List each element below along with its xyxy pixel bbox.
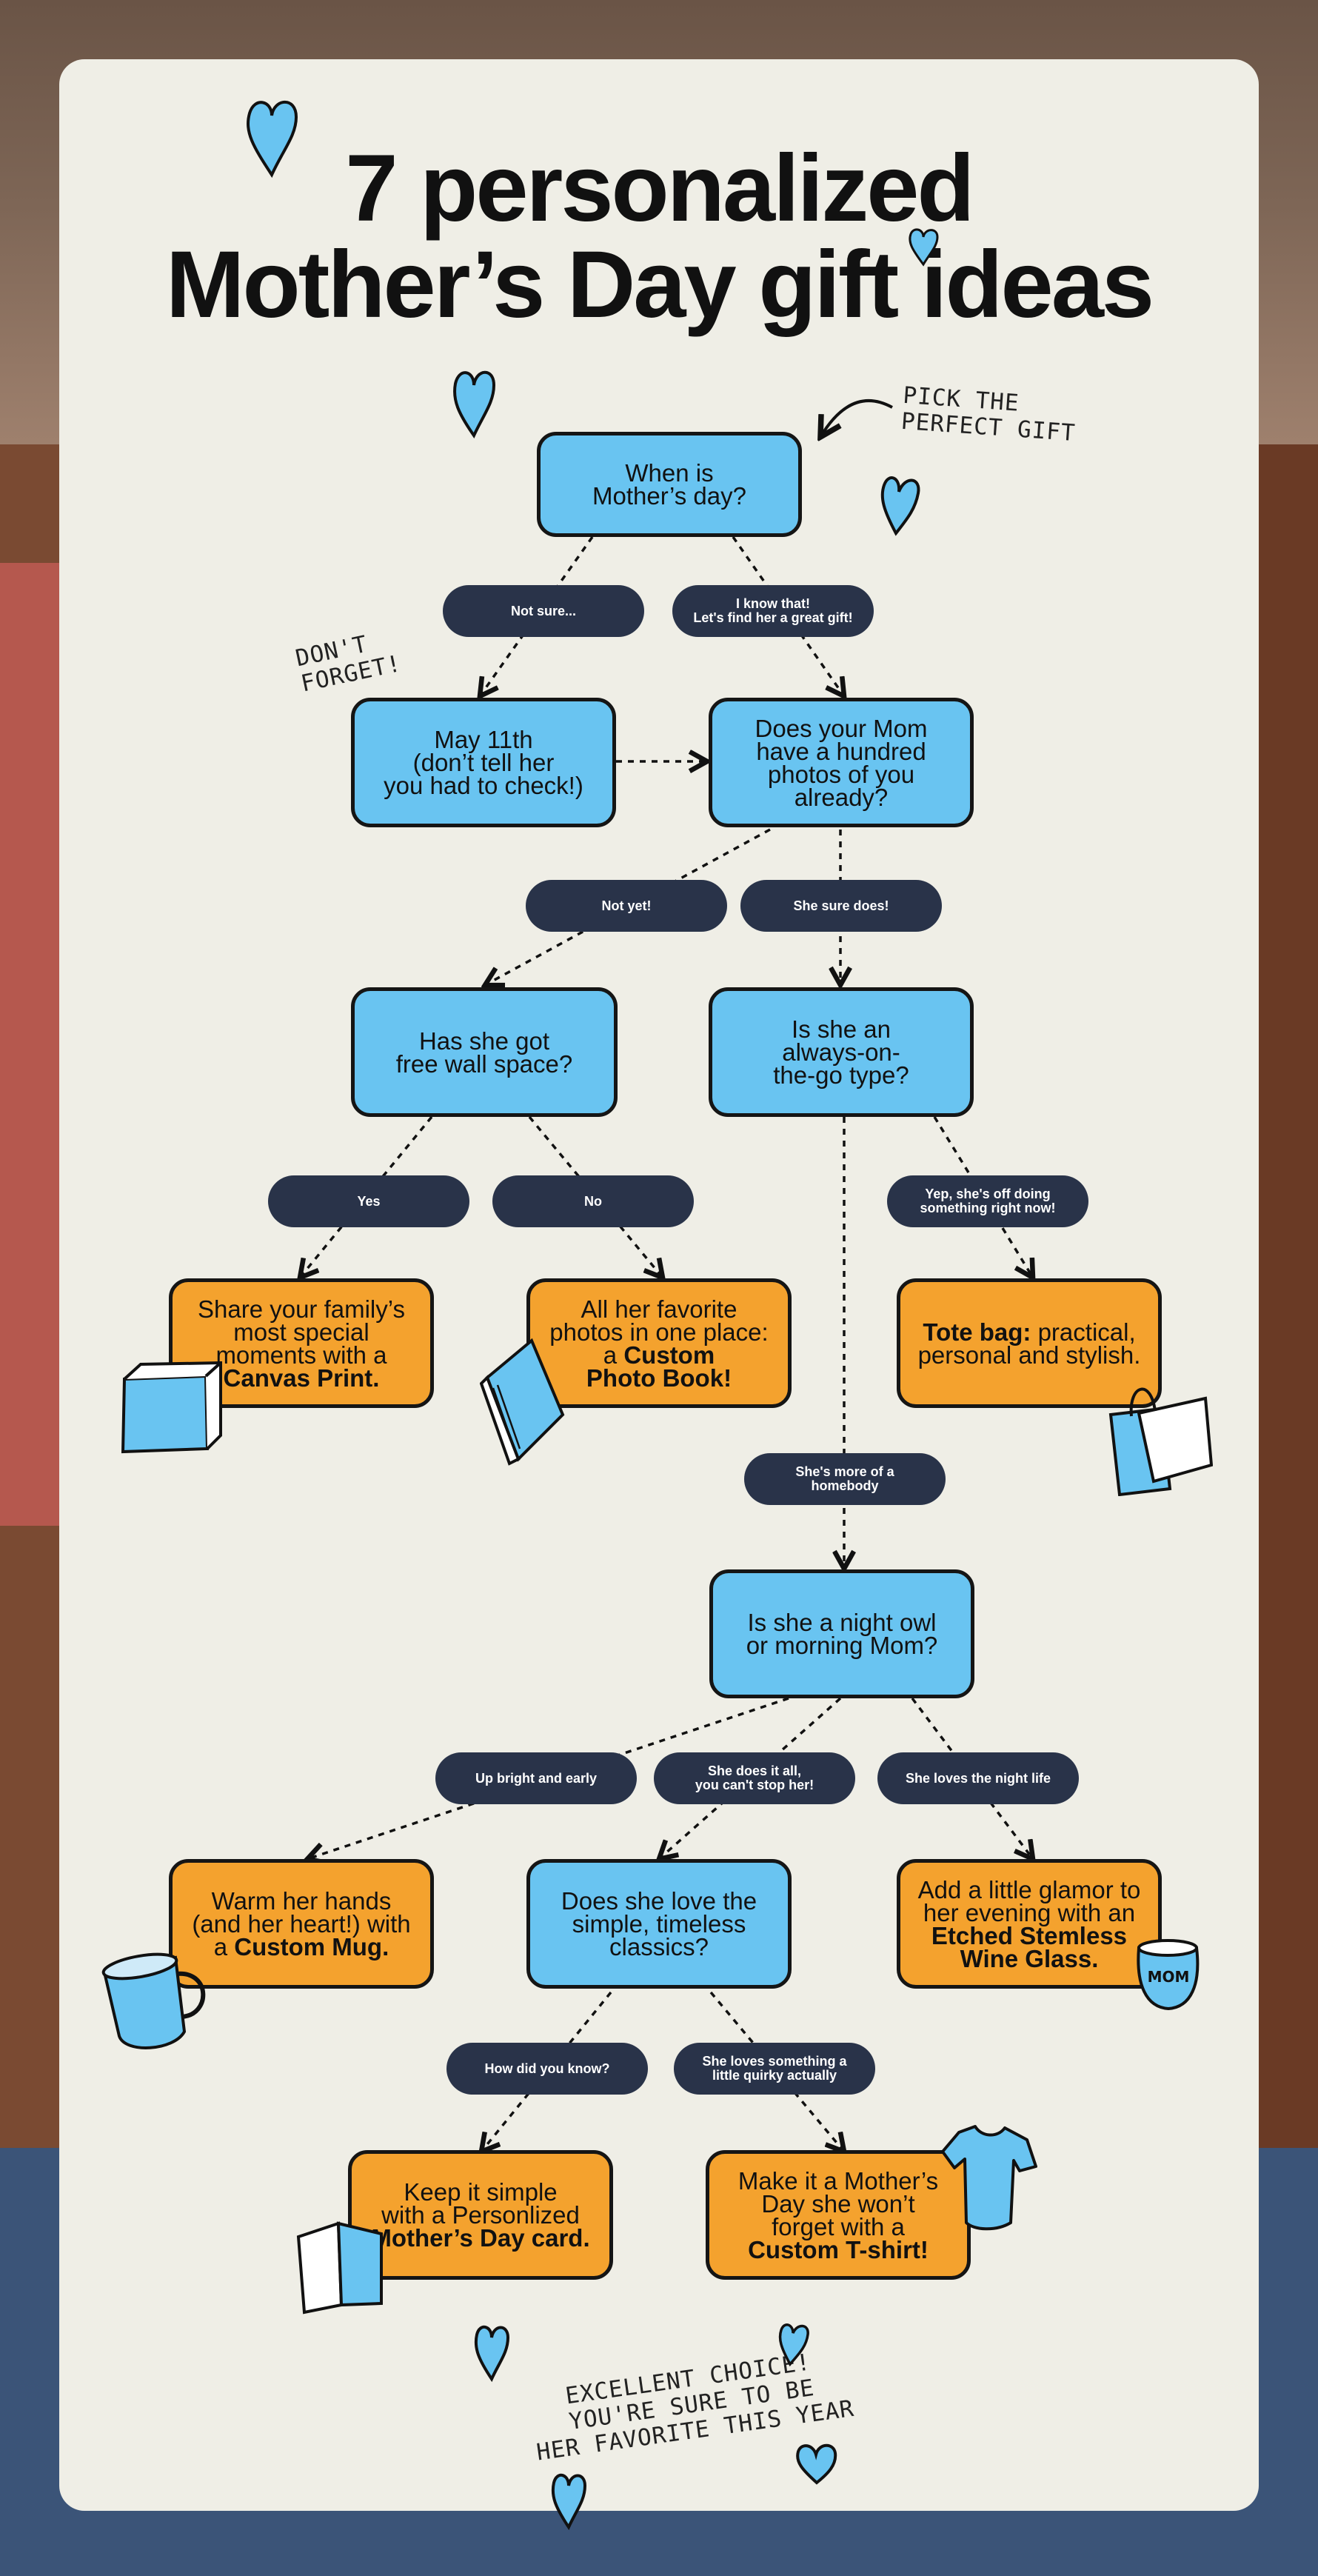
gift-tote-bag: Tote bag: practical, personal and stylis… xyxy=(897,1278,1162,1408)
pill-she-sure-does: She sure does! xyxy=(740,880,942,932)
heart-icon xyxy=(880,476,920,536)
pill-does-it-all: She does it all, you can't stop her! xyxy=(654,1752,855,1804)
gift-wine-glass: Add a little glamor to her evening with … xyxy=(897,1859,1162,1989)
photo-background-frame xyxy=(1251,444,1318,2222)
pill-off-doing: Yep, she's off doing something right now… xyxy=(887,1175,1088,1227)
mug-label: MOM xyxy=(1148,1968,1190,1986)
question-when-mothers-day: When is Mother’s day? xyxy=(537,432,802,537)
gift-canvas-print: Share your family’s most special moments… xyxy=(169,1278,434,1408)
pill-up-bright-early: Up bright and early xyxy=(435,1752,637,1804)
mug-icon xyxy=(101,1952,206,2049)
heart-icon xyxy=(778,2323,809,2367)
heart-icon xyxy=(474,2326,510,2383)
question-classics: Does she love the simple, timeless class… xyxy=(526,1859,792,1989)
pill-not-sure: Not sure... xyxy=(443,585,644,637)
gift-mothers-day-card: Keep it simple with a Personlized Mother… xyxy=(348,2150,613,2280)
heart-icon xyxy=(551,2474,587,2531)
heart-icon xyxy=(909,228,939,267)
pick-arrow xyxy=(820,399,893,437)
pill-not-yet: Not yet! xyxy=(526,880,727,932)
connector-classics-how xyxy=(481,1991,612,2152)
gift-custom-tshirt: Make it a Mother’s Day she won’t forget … xyxy=(706,2150,971,2280)
question-night-owl: Is she a night owl or morning Mom? xyxy=(709,1569,974,1698)
pill-how-did-you-know: How did you know? xyxy=(446,2043,648,2095)
heart-icon xyxy=(796,2443,837,2485)
pill-i-know-that: I know that! Let's find her a great gift… xyxy=(672,585,874,637)
pill-night-life: She loves the night life xyxy=(877,1752,1079,1804)
question-hundred-photos: Does your Mom have a hundred photos of y… xyxy=(709,698,974,827)
page-title-line-1: 7 personalized xyxy=(345,136,974,241)
page-title-line-2: Mother’s Day gift ideas xyxy=(165,232,1154,338)
heart-icon xyxy=(453,370,496,438)
question-on-the-go: Is she an always-on- the-go type? xyxy=(709,987,974,1117)
canvas-print-icon xyxy=(121,1361,222,1454)
photo-book-icon xyxy=(480,1338,565,1466)
gift-photo-book: All her favorite photos in one place: a … xyxy=(526,1278,792,1408)
gift-custom-mug: Warm her hands (and her heart!) with a C… xyxy=(169,1859,434,1989)
wine-glass-icon: MOM xyxy=(1137,1939,1200,2011)
pill-homebody: She's more of a homebody xyxy=(744,1453,946,1505)
heart-icon xyxy=(247,100,298,178)
pill-quirky: She loves something a little quirky actu… xyxy=(674,2043,875,2095)
connector-go-off xyxy=(933,1116,1033,1278)
question-wall-space: Has she got free wall space? xyxy=(351,987,618,1117)
greeting-card-icon xyxy=(296,2221,383,2315)
tote-bag-icon xyxy=(1108,1387,1213,1496)
pill-no: No xyxy=(492,1175,694,1227)
answer-may-11th: May 11th (don’t tell her you had to chec… xyxy=(351,698,616,827)
photo-background-sweater xyxy=(0,563,59,1526)
tshirt-icon xyxy=(941,2125,1037,2231)
pill-yes: Yes xyxy=(268,1175,469,1227)
